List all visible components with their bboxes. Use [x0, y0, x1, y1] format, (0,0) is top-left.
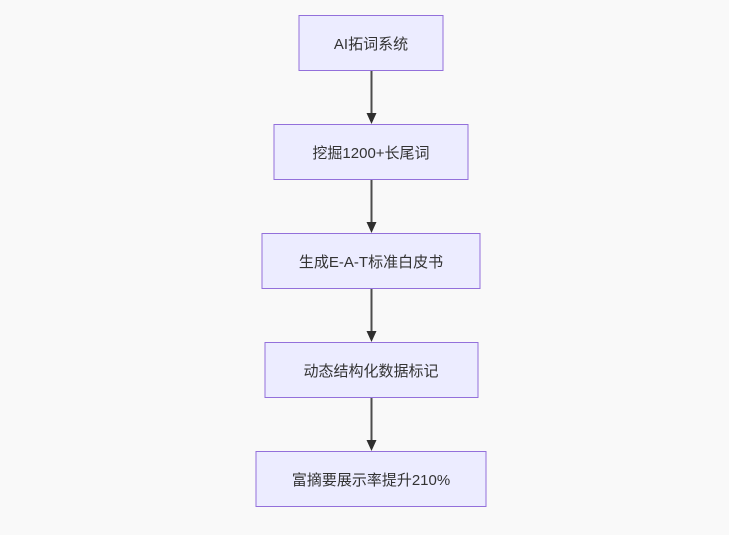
flow-node-eat-whitepaper: 生成E-A-T标准白皮书: [261, 233, 481, 289]
arrow-down-icon: [366, 71, 376, 124]
arrow-down-icon: [366, 180, 376, 233]
flow-node-rich-snippet-rate: 富摘要展示率提升210%: [255, 451, 487, 507]
flowchart: AI拓词系统 挖掘1200+长尾词 生成E-A-T标准白皮书 动态结构化数据标记…: [255, 15, 487, 507]
flow-node-structured-data-markup: 动态结构化数据标记: [264, 342, 478, 398]
arrow-down-icon: [366, 398, 376, 451]
arrow-down-icon: [366, 289, 376, 342]
flow-node-ai-keyword-system: AI拓词系统: [298, 15, 444, 71]
flow-node-longtail-mining: 挖掘1200+长尾词: [273, 124, 469, 180]
